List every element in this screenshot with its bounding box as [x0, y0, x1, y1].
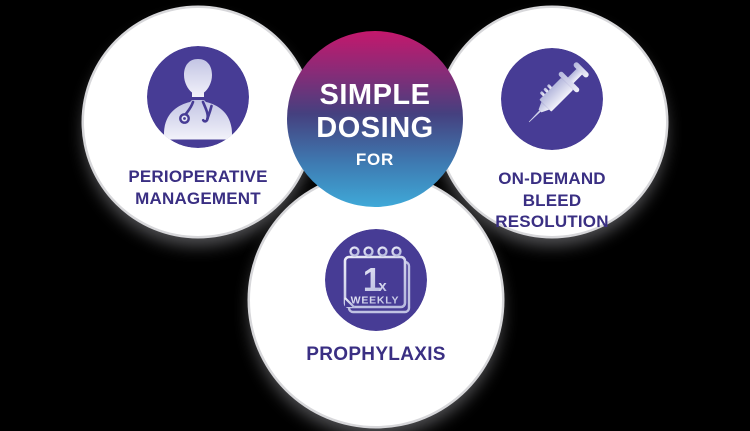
- label-line: PERIOPERATIVE: [128, 167, 268, 186]
- calendar-number: 1: [363, 261, 381, 298]
- doctor-icon: [147, 46, 249, 148]
- label-line: RESOLUTION: [495, 212, 609, 231]
- calendar-icon: 1 x WEEKLY: [325, 229, 427, 331]
- center-title-line2: DOSING: [316, 111, 434, 144]
- label-line: PROPHYLAXIS: [306, 344, 446, 365]
- calendar-multiplier: x: [378, 278, 387, 295]
- prophylaxis-label: PROPHYLAXIS: [250, 344, 502, 366]
- label-line: MANAGEMENT: [135, 188, 261, 208]
- perioperative-management-circle: PERIOPERATIVE MANAGEMENT: [84, 8, 312, 236]
- on-demand-bleed-resolution-label: ON-DEMAND BLEED RESOLUTION: [438, 168, 666, 233]
- calendar-frequency: WEEKLY: [351, 295, 400, 307]
- label-line: ON-DEMAND: [498, 169, 606, 188]
- on-demand-bleed-resolution-circle: ON-DEMAND BLEED RESOLUTION: [438, 8, 666, 236]
- center-title-line1: SIMPLE: [319, 78, 431, 111]
- prophylaxis-circle: 1 x WEEKLY PROPHYLAXIS: [250, 174, 502, 426]
- perioperative-management-label: PERIOPERATIVE MANAGEMENT: [84, 166, 312, 209]
- center-subtitle: FOR: [355, 149, 395, 169]
- label-line: BLEED: [522, 190, 582, 210]
- simple-dosing-center-circle: SIMPLE DOSING FOR: [287, 31, 463, 207]
- syringe-icon: [501, 48, 603, 150]
